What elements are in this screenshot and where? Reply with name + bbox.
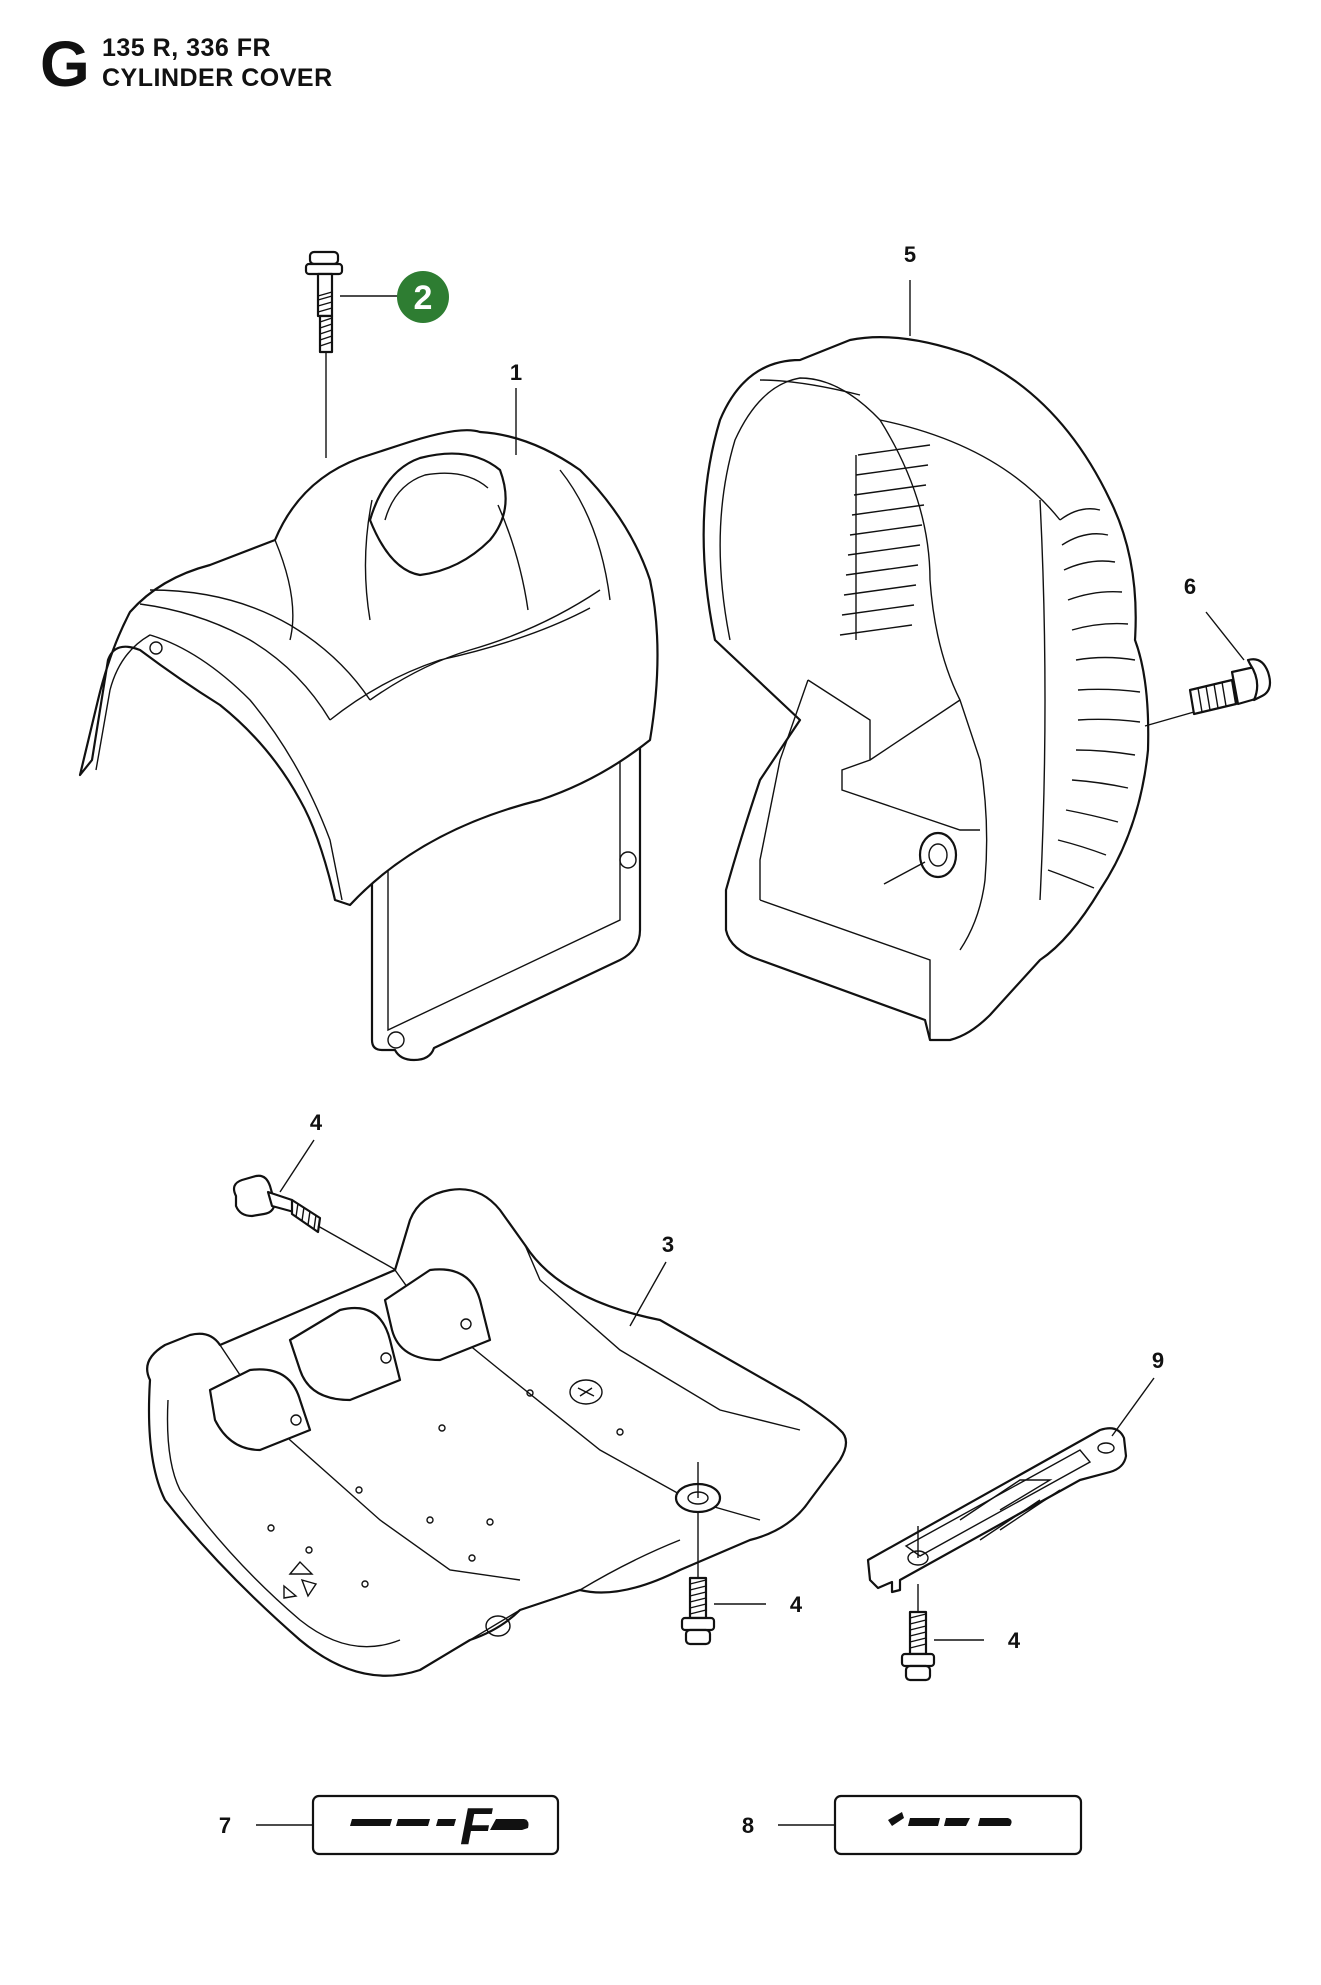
section-letter: G [40,28,90,100]
part-4-screw-bottom-center[interactable] [680,1512,716,1646]
callout-4-bracket[interactable]: 4 [1008,1628,1021,1653]
callout-4-bottom-center[interactable]: 4 [790,1592,803,1617]
callout-badge-2[interactable]: 2 [397,271,449,323]
callout-6[interactable]: 6 [1184,574,1196,599]
part-9-bracket[interactable] [866,1427,1128,1594]
leader-6 [1205,611,1245,661]
callout-7[interactable]: 7 [219,1813,231,1838]
part-7-decal[interactable]: F [311,1794,560,1856]
part-4-screw-left[interactable] [232,1174,322,1234]
part-8-decal[interactable] [833,1794,1083,1856]
callout-9[interactable]: 9 [1152,1348,1164,1373]
callout-badge-circle [397,271,449,323]
part-2-screw[interactable] [304,250,344,458]
callout-4-left[interactable]: 4 [310,1110,323,1135]
leader-6-screw [1144,711,1195,727]
leader-4-left [279,1139,315,1193]
model-numbers: 135 R, 336 FR [102,34,272,62]
brand-logo-icon [569,1379,603,1405]
decal-7-text: F [460,1798,493,1856]
callout-2: 2 [414,279,433,317]
recycle-icon [283,1560,318,1599]
header: G 135 R, 336 FR CYLINDER COVER [40,30,540,120]
part-3-bottom-cover[interactable] [146,1188,848,1677]
part-4-screw-bracket[interactable] [900,1584,936,1682]
callout-5[interactable]: 5 [904,242,916,267]
leader-9 [1111,1377,1155,1437]
callout-3[interactable]: 3 [662,1232,674,1257]
part-1-cylinder-cover[interactable] [78,429,659,1062]
callout-8[interactable]: 8 [742,1813,754,1838]
callout-1[interactable]: 1 [510,360,522,385]
leader-3 [629,1261,667,1327]
part-6-screw[interactable] [1188,658,1272,716]
page-title: CYLINDER COVER [102,64,333,92]
part-5-front-cover[interactable] [702,336,1150,1042]
